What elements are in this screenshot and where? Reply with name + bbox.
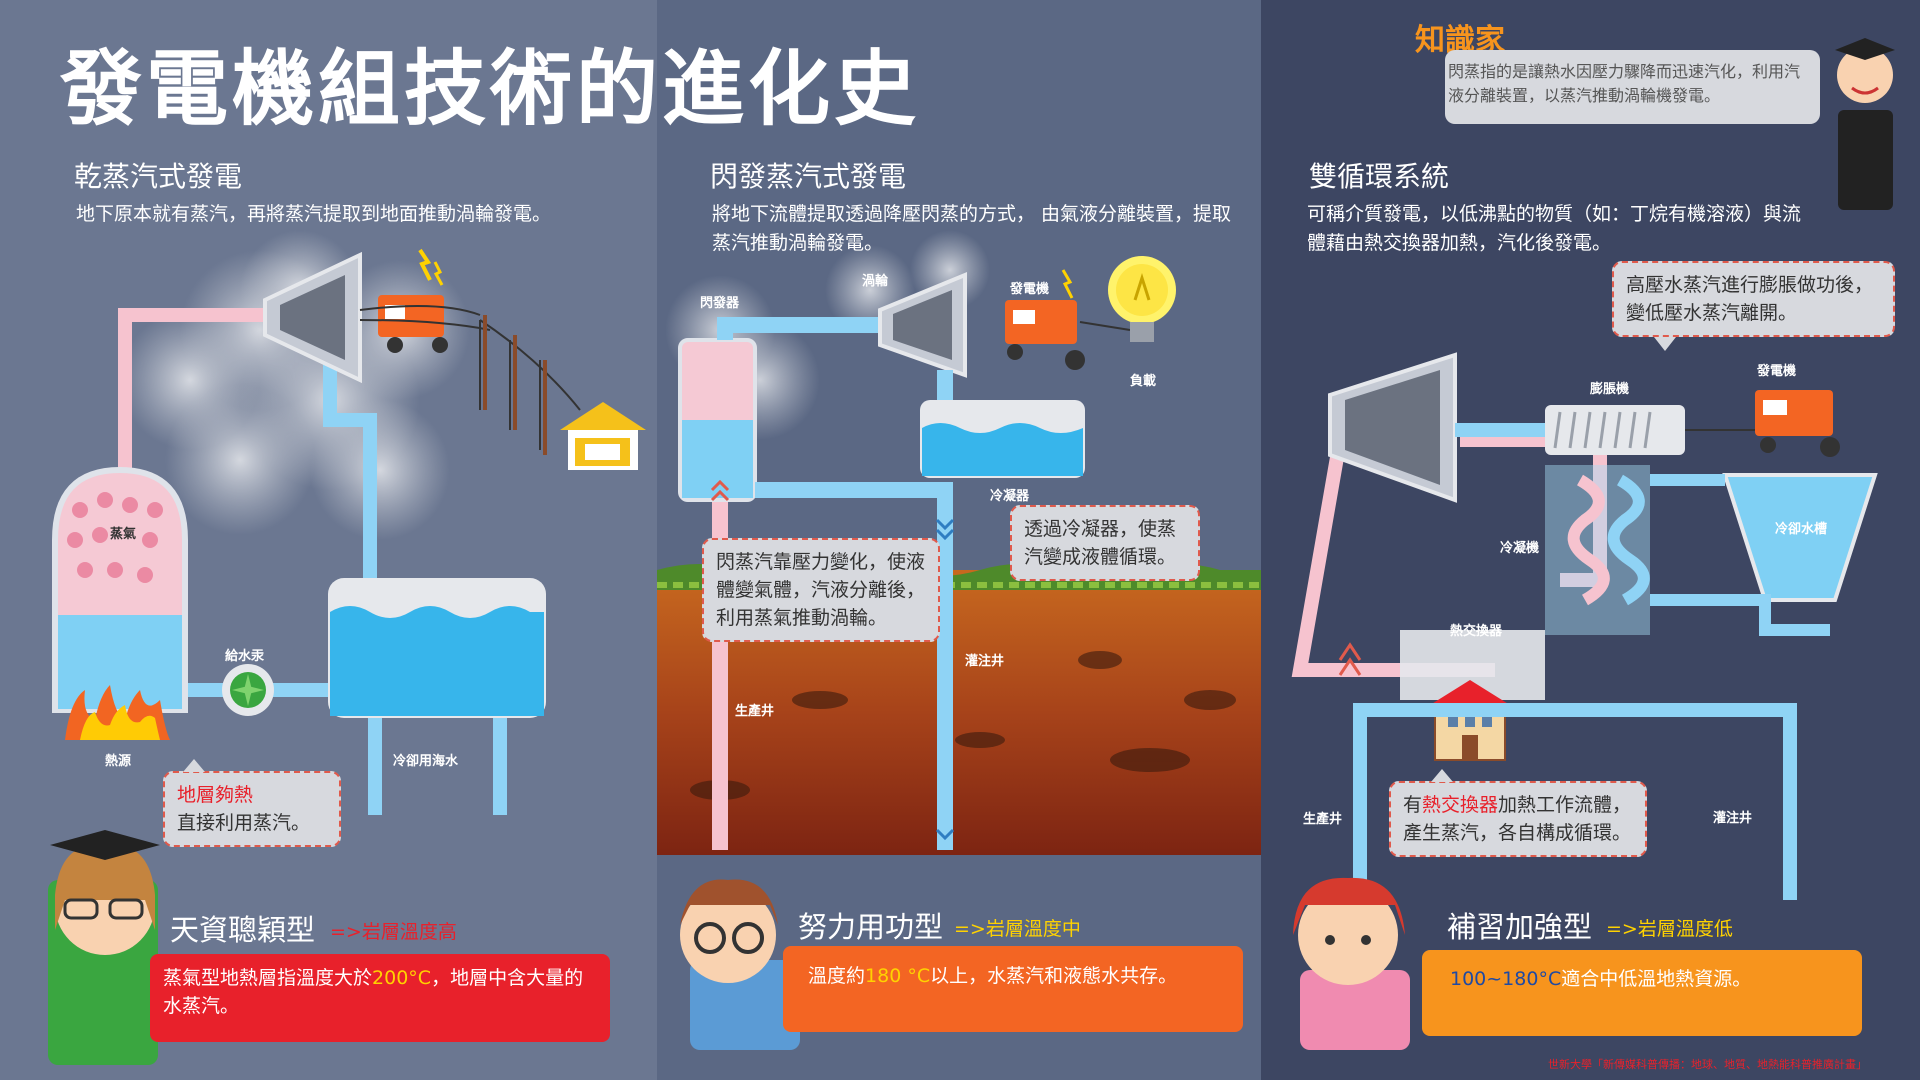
label-feed-pump: 給水汞 (225, 649, 265, 664)
expert-box (1445, 50, 1820, 124)
label-production-well: 生產井 (1303, 812, 1343, 827)
girl-character-2 (1293, 877, 1410, 1050)
light-bulb-icon (1108, 256, 1176, 342)
banner-text-highlight: 180 °C (865, 965, 931, 987)
house-icon (560, 402, 646, 470)
callout-dry-steam: 地層夠熱 直接利用蒸汽。 (163, 759, 341, 847)
heading-binary: 雙循環系統 (1309, 160, 1450, 193)
callout-condenser: 透過冷凝器，使蒸汽變成液體循環。 (1010, 505, 1200, 581)
cooling-water-pipes (368, 718, 507, 815)
girl-character-1 (48, 830, 160, 1065)
callout-text-post: 加熱工作流體，產生蒸汽，各自構成循環。 (1403, 794, 1632, 844)
banner-text-binary: 100~180°C適合中低溫地熱資源。 (1450, 965, 1850, 993)
label-steam: 蒸氣 (110, 527, 137, 542)
boy-character (680, 879, 800, 1050)
desc-binary: 可稱介質發電，以低沸點的物質（如：丁烷有機溶液）與流體藉由熱交換器加熱，汽化後發… (1307, 203, 1802, 254)
binary-cycle-diagram (1291, 352, 1878, 900)
injection-well-pipe (755, 482, 953, 850)
label-turbine: 渦輪 (862, 274, 889, 289)
banner-text-pre: 蒸氣型地熱層指溫度大於 (163, 967, 373, 989)
geothermal-loop (1353, 703, 1797, 900)
flame-icon (65, 685, 170, 740)
banner-text-highlight: 200°C (372, 967, 432, 989)
banner-tag-dry: =>岩層溫度高 (330, 921, 457, 943)
banner-dry (150, 954, 610, 1042)
label-injection-well: 灌注井 (965, 654, 1005, 669)
label-heat-source: 熱源 (105, 754, 132, 769)
label-heat-exchanger: 熱交換器 (1450, 624, 1503, 639)
label-flasher: 閃發器 (700, 296, 740, 311)
heading-flash-steam: 閃發蒸汽式發電 (710, 160, 907, 193)
label-generator: 發電機 (1010, 282, 1050, 297)
label-condenser: 冷凝器 (990, 489, 1030, 504)
label-cooling-tank: 冷卻水槽 (1775, 522, 1828, 537)
callout-highlight: 地層夠熱 (177, 784, 254, 806)
banner-tag-binary: =>岩層溫度低 (1606, 918, 1733, 940)
heading-dry-steam: 乾蒸汽式發電 (74, 160, 243, 193)
banner-title-flash: 努力用功型 (798, 910, 944, 944)
label-generator: 發電機 (1757, 364, 1797, 379)
desc-dry-steam: 地下原本就有蒸汽，再將蒸汽提取到地面推動渦輪發電。 (76, 203, 552, 225)
callout-heat-exchanger: 有熱交換器加熱工作流體，產生蒸汽，各自構成循環。 (1389, 769, 1647, 857)
cooling-water-tank (1722, 473, 1878, 602)
banner-text-post: ，地層中含大量的水蒸汽。 (163, 967, 584, 1017)
flow-arrows-down (935, 518, 955, 841)
callout-text-pre: 有 (1403, 794, 1423, 816)
footer-credit: 世新大學「新傳媒科普傳播：地球、地質、地熱能科普推廣計畫」 (1548, 1058, 1867, 1071)
label-expander: 膨脹機 (1590, 382, 1630, 397)
steam-bubbles (67, 492, 163, 583)
banner-title-binary: 補習加強型 (1447, 910, 1593, 944)
electric-spark-icon (418, 248, 432, 281)
callout-highlight: 熱交換器 (1422, 794, 1499, 816)
electric-spark-icon (1061, 269, 1074, 299)
utility-poles (483, 315, 547, 455)
label-cooling-water: 冷卻用海水 (393, 754, 459, 769)
desc-flash-steam: 將地下流體提取透過降壓閃蒸的方式， 由氣液分離裝置，提取蒸汽推動渦輪發電。 (712, 203, 1232, 254)
banner-text-post: 適合中低溫地熱資源。 (1561, 968, 1752, 990)
power-lines (359, 305, 581, 450)
label-load: 負載 (1130, 374, 1157, 389)
label-production-well: 生產井 (735, 704, 775, 719)
banner-text-post: 以上，水蒸汽和液態水共存。 (930, 965, 1178, 987)
banner-binary (1422, 950, 1862, 1036)
callout-expander-text: 高壓水蒸汽進行膨脹做功後，變低壓水蒸汽離開。 (1626, 274, 1874, 324)
label-condenser: 冷凝機 (1500, 541, 1540, 556)
banner-flash (783, 946, 1243, 1032)
boiler-water (58, 615, 182, 709)
callout-expander: 高壓水蒸汽進行膨脹做功後，變低壓水蒸汽離開。 (1612, 261, 1895, 351)
banner-text-dry: 蒸氣型地熱層指溫度大於200°C，地層中含大量的水蒸汽。 (163, 964, 601, 1020)
graduate-character (1835, 38, 1895, 210)
banner-title-dry: 天資聰穎型 (170, 913, 316, 947)
expert-text: 閃蒸指的是讓熱水因壓力驟降而迅速汽化，利用汽液分離裝置，以蒸汽推動渦輪機發電。 (1448, 62, 1801, 105)
banner-text-highlight: 100~180°C (1450, 968, 1562, 990)
dry-steam-diagram (52, 230, 646, 815)
flow-arrows-up (1338, 642, 1362, 676)
page-title: 發電機組技術的進化史 (60, 42, 921, 137)
banner-text-flash: 溫度約180 °C以上，水蒸汽和液態水共存。 (808, 962, 1228, 990)
banner-text-pre: 溫度約 (808, 965, 866, 987)
callout-flash: 閃蒸汽靠壓力變化，使液體變氣體，汽液分離後，利用蒸氣推動渦輪。 (702, 538, 940, 642)
callout-text: 直接利用蒸汽。 (177, 812, 311, 834)
flow-arrows-up (710, 479, 730, 502)
label-injection-well: 灌注井 (1713, 811, 1753, 826)
banner-tag-flash: =>岩層溫度中 (954, 918, 1081, 940)
